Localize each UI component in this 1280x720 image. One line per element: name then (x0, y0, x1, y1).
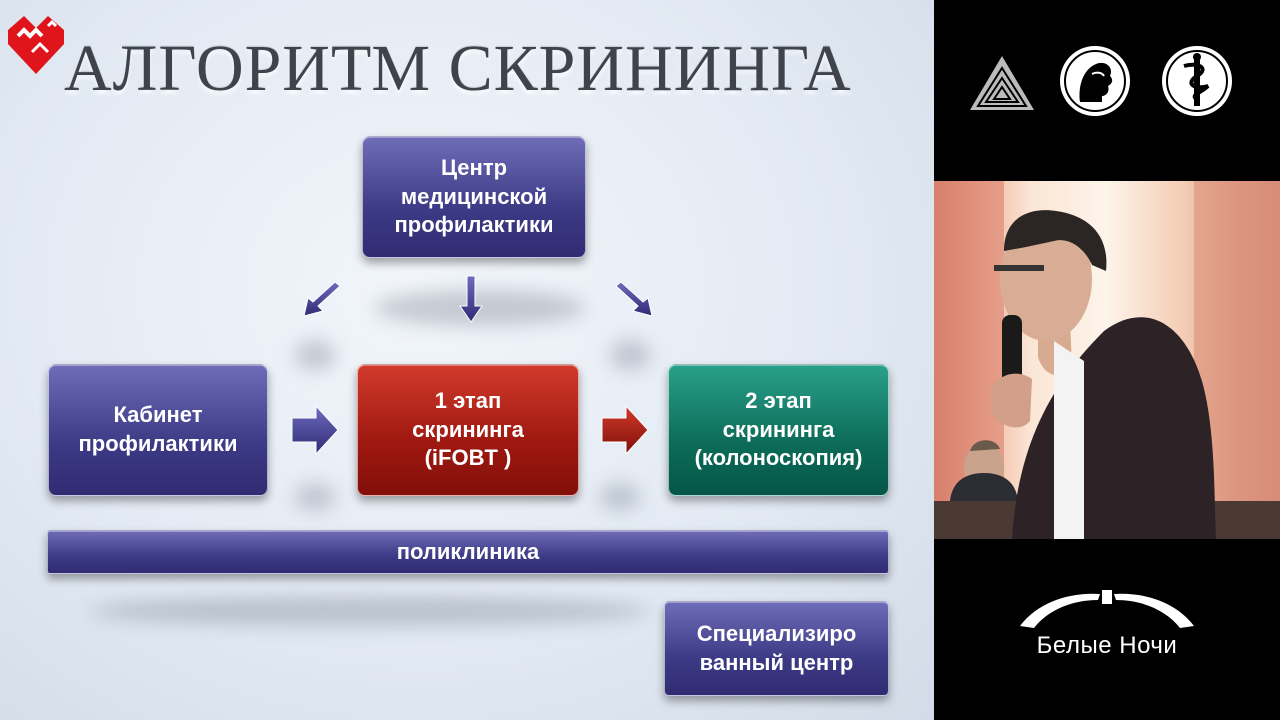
box-polyclinic-label: поликлиника (396, 538, 540, 564)
box-prevention-cabinet: Кабинет профилактики (48, 364, 268, 496)
box-cabinet-label: Кабинет профилактики (78, 402, 238, 456)
shadow-decor (90, 596, 650, 626)
arrow-right-red-icon (601, 404, 649, 456)
box-stage-2-label: 2 этап скрининга (колоноскопия) (694, 388, 863, 471)
slide-title: АЛГОРИТМ СКРИНИНГА (64, 32, 852, 105)
pyramid-logo-icon (970, 56, 1034, 110)
box-center-medical-prevention: Центр медицинской профилактики (362, 136, 586, 258)
arrow-down-right-icon (615, 281, 653, 317)
shadow-decor (295, 340, 335, 370)
broadcast-panel: Белые Ночи (934, 0, 1280, 720)
box-specialized-label: Специализиро ванный центр (696, 620, 857, 675)
box-center-label: Центр медицинской профилактики (394, 155, 554, 238)
speaker-video-feed (934, 181, 1280, 539)
box-stage-2: 2 этап скрининга (колоноскопия) (668, 364, 889, 496)
shadow-decor (600, 484, 640, 510)
shadow-decor (295, 484, 335, 510)
speaker-video-image (934, 181, 1280, 539)
brand-name: Белые Ночи (1036, 632, 1178, 659)
shadow-decor (610, 340, 650, 370)
box-stage-1-label: 1 этап скрининга (iFOBT ) (412, 388, 524, 471)
box-specialized-center: Специализиро ванный центр (664, 601, 889, 696)
arrow-right-purple-icon (291, 404, 339, 456)
arrow-down-icon (459, 275, 483, 323)
box-stage-1: 1 этап скрининга (iFOBT ) (357, 364, 579, 496)
box-polyclinic: поликлиника (47, 530, 889, 574)
medical-staff-icon (1162, 46, 1232, 116)
broadcast-logos (934, 40, 1280, 120)
red-heart-logo-icon (8, 16, 64, 74)
arrow-down-left-icon (303, 281, 341, 317)
presentation-slide: АЛГОРИТМ СКРИНИНГА Центр медицинской про… (0, 0, 934, 720)
portrait-medallion-icon (1060, 46, 1130, 116)
white-nights-logo-icon (1020, 590, 1194, 628)
